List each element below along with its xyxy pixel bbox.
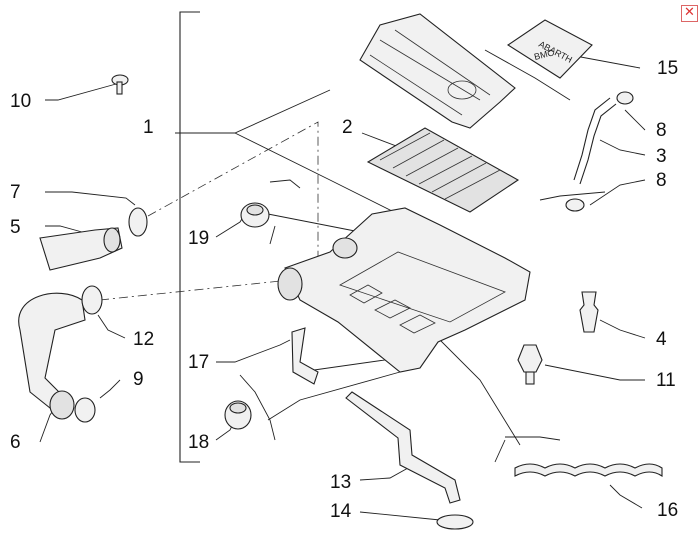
clamp-7 <box>128 207 148 237</box>
clamp-8-upper <box>616 91 634 105</box>
callout-16: 16 <box>657 500 678 521</box>
clamp-14 <box>436 514 474 530</box>
callout-15: 15 <box>657 58 678 79</box>
callout-8-lower: 8 <box>656 170 667 191</box>
intake-hose-5 <box>39 227 123 271</box>
callout-numbers: 1 2 3 4 5 6 7 8 8 9 10 11 12 13 14 15 16… <box>10 58 678 522</box>
callout-13: 13 <box>330 472 351 493</box>
callout-12: 12 <box>133 329 154 350</box>
callout-8-upper: 8 <box>656 120 667 141</box>
hose-13 <box>345 391 461 504</box>
hose-17 <box>291 327 319 385</box>
bellows-hose-6 <box>18 292 86 420</box>
grommet-18 <box>224 400 252 430</box>
callout-6: 6 <box>10 432 21 453</box>
callout-11: 11 <box>656 370 676 391</box>
callout-19: 19 <box>188 228 209 249</box>
callout-4: 4 <box>656 329 667 350</box>
grommet-19 <box>240 202 270 228</box>
airbox-housing <box>277 207 531 373</box>
callout-18: 18 <box>188 432 209 453</box>
callout-17: 17 <box>188 352 209 373</box>
seal-16 <box>514 463 663 478</box>
callout-14: 14 <box>330 501 352 522</box>
abarth-bmc-decal: ABARTH BMC <box>506 19 593 79</box>
close-icon[interactable]: ✕ <box>681 5 698 22</box>
clamp-12 <box>81 285 103 315</box>
fitting-4 <box>579 291 599 333</box>
callout-7: 7 <box>10 182 21 203</box>
callout-2: 2 <box>342 117 353 138</box>
clamp-8-lower <box>565 198 585 212</box>
callout-10: 10 <box>10 91 31 112</box>
screw-10 <box>111 74 129 95</box>
callout-9: 9 <box>133 369 144 390</box>
callout-5: 5 <box>10 217 21 238</box>
bracket-1 <box>179 11 200 463</box>
clamp-9 <box>74 397 96 423</box>
decal-logo-bmc: BMC <box>533 47 555 62</box>
callout-1: 1 <box>143 117 154 138</box>
grouping-lines <box>239 49 606 463</box>
callout-3: 3 <box>656 146 667 167</box>
fitting-11 <box>517 344 543 385</box>
air-filter <box>366 127 520 213</box>
engine-cover <box>359 13 516 129</box>
breather-pipe-3 <box>573 97 617 185</box>
construction-lines <box>99 121 319 301</box>
